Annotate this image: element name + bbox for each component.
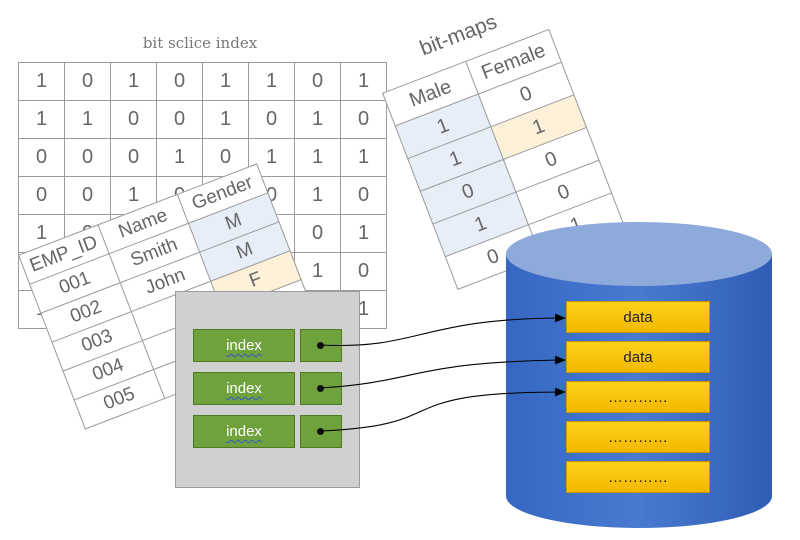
pointer-box [300, 329, 342, 362]
bsi-cell: 1 [156, 138, 203, 177]
bsi-cell: 0 [248, 100, 295, 139]
bsi-cell: 1 [294, 138, 341, 177]
database-records: data data ………… ………… ………… [505, 220, 773, 530]
data-record: ………… [566, 421, 710, 453]
bsi-cell: 0 [340, 176, 387, 215]
index-entry: index [193, 329, 295, 362]
bsi-cell: 0 [156, 62, 203, 101]
bsi-cell: 1 [340, 138, 387, 177]
bsi-cell: 1 [294, 176, 341, 215]
bsi-cell: 0 [110, 100, 157, 139]
bsi-cell: 1 [18, 62, 65, 101]
bit-slice-index-title: bit sclice index [142, 34, 258, 52]
index-entry: index [193, 372, 295, 405]
bsi-cell: 0 [340, 100, 387, 139]
bsi-cell: 1 [340, 62, 387, 101]
database-cylinder-top [506, 222, 772, 286]
bsi-cell: 0 [340, 252, 387, 291]
bsi-cell: 1 [294, 100, 341, 139]
data-record: data [566, 341, 710, 373]
bsi-cell: 1 [202, 62, 249, 101]
bsi-cell: 0 [110, 138, 157, 177]
bsi-cell: 1 [202, 100, 249, 139]
bsi-cell: 0 [18, 138, 65, 177]
bsi-cell: 1 [248, 62, 295, 101]
pointer-dot [317, 385, 324, 392]
pointer-dot [317, 428, 324, 435]
data-record: ………… [566, 461, 710, 493]
data-record: data [566, 301, 710, 333]
bsi-cell: 1 [340, 214, 387, 253]
pointer-dot [317, 342, 324, 349]
bsi-cell: 1 [18, 100, 65, 139]
bsi-cell: 1 [64, 100, 111, 139]
bsi-cell: 0 [64, 138, 111, 177]
data-record: ………… [566, 381, 710, 413]
pointer-box [300, 372, 342, 405]
bsi-cell: 0 [64, 176, 111, 215]
pointer-box [300, 415, 342, 448]
index-panel: index index index [175, 291, 360, 488]
bsi-cell: 0 [294, 62, 341, 101]
index-entry: index [193, 415, 295, 448]
bsi-cell: 0 [294, 214, 341, 253]
bsi-cell: 1 [110, 62, 157, 101]
bsi-cell: 0 [64, 62, 111, 101]
bsi-cell: 0 [18, 176, 65, 215]
bsi-cell: 0 [156, 100, 203, 139]
